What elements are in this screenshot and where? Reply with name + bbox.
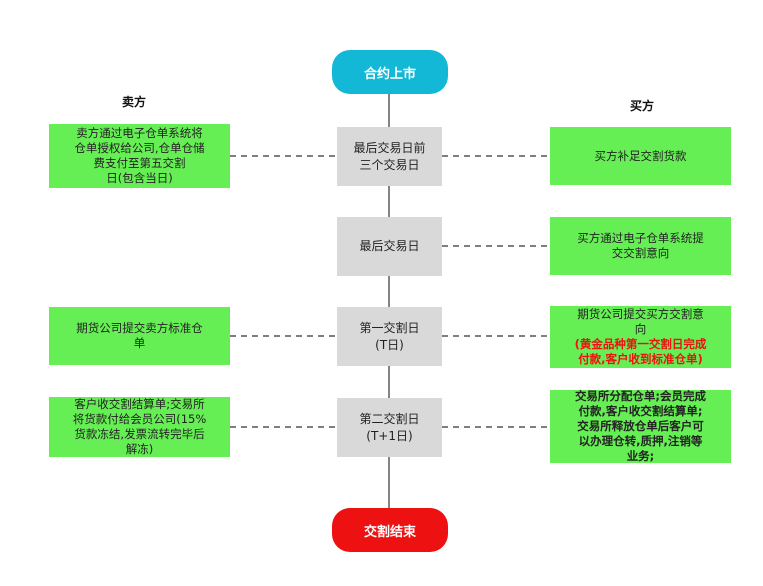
buyer-box: 买方通过电子仓单系统提 交交割意向: [550, 217, 731, 275]
end-label: 交割结束: [363, 524, 416, 540]
text-line: 交易所分配仓单;会员完成: [574, 389, 707, 403]
step-line: (T日): [375, 337, 404, 352]
text-line: 交易所释放仓单后客户可: [577, 419, 704, 433]
text-line: 将货款付给会员公司(15%: [72, 412, 207, 426]
text-line: 日(包含当日): [106, 171, 173, 185]
end-node: 交割结束: [332, 508, 448, 552]
text-line: 仓单授权给公司,仓单仓储: [74, 141, 205, 155]
step-line: 最后交易日前: [353, 140, 426, 155]
text-line: 卖方通过电子仓单系统将: [76, 126, 203, 140]
seller-box: 期货公司提交卖方标准仓 单: [49, 307, 230, 365]
step-node: 第一交割日 (T日): [337, 307, 442, 366]
seller-box: 卖方通过电子仓单系统将 仓单授权给公司,仓单仓储 费支付至第五交割 日(包含当日…: [49, 124, 230, 188]
red-text-line: 付款,客户收到标准仓单): [578, 352, 703, 366]
text-line: 客户收交割结算单;交易所: [74, 397, 205, 411]
step-node: 第二交割日 (T+1日): [337, 398, 442, 457]
text-line: 解冻): [125, 442, 154, 456]
step-line: 三个交易日: [359, 157, 420, 172]
buyer-box: 交易所分配仓单;会员完成 付款,客户收交割结算单; 交易所释放仓单后客户可 以办…: [550, 389, 731, 463]
start-node: 合约上市: [332, 50, 448, 94]
text-line: 期货公司提交买方交割意: [577, 307, 704, 321]
step-line: (T+1日): [366, 428, 413, 443]
red-text-line: (黄金品种第一交割日完成: [574, 337, 707, 351]
seller-heading: 卖方: [122, 95, 147, 109]
text-line: 交交割意向: [611, 246, 670, 260]
buyer-box: 买方补足交割货款: [550, 127, 731, 185]
text-line: 买方通过电子仓单系统提: [577, 231, 704, 245]
buyer-box: 期货公司提交买方交割意 向 (黄金品种第一交割日完成 付款,客户收到标准仓单): [550, 306, 731, 368]
step-node: 最后交易日: [337, 217, 442, 276]
text-line: 业务;: [626, 449, 655, 463]
text-line: 费支付至第五交割: [93, 156, 186, 170]
start-label: 合约上市: [363, 66, 416, 82]
text-line: 买方补足交割货款: [594, 148, 687, 163]
text-line: 向: [634, 322, 647, 336]
buyer-heading: 买方: [630, 99, 655, 113]
seller-box: 客户收交割结算单;交易所 将货款付给会员公司(15% 货款冻结,发票流转完毕后 …: [49, 397, 230, 457]
text-line: 期货公司提交卖方标准仓: [76, 321, 203, 335]
step-line: 第二交割日: [359, 411, 420, 426]
step-node: 最后交易日前 三个交易日: [337, 127, 442, 186]
step-line: 最后交易日: [359, 239, 420, 253]
text-line: 付款,客户收交割结算单;: [578, 404, 703, 418]
text-line: 单: [133, 336, 146, 350]
text-line: 以办理仓转,质押,注销等: [578, 434, 703, 448]
text-line: 货款冻结,发票流转完毕后: [74, 427, 205, 441]
step-line: 第一交割日: [359, 320, 420, 335]
